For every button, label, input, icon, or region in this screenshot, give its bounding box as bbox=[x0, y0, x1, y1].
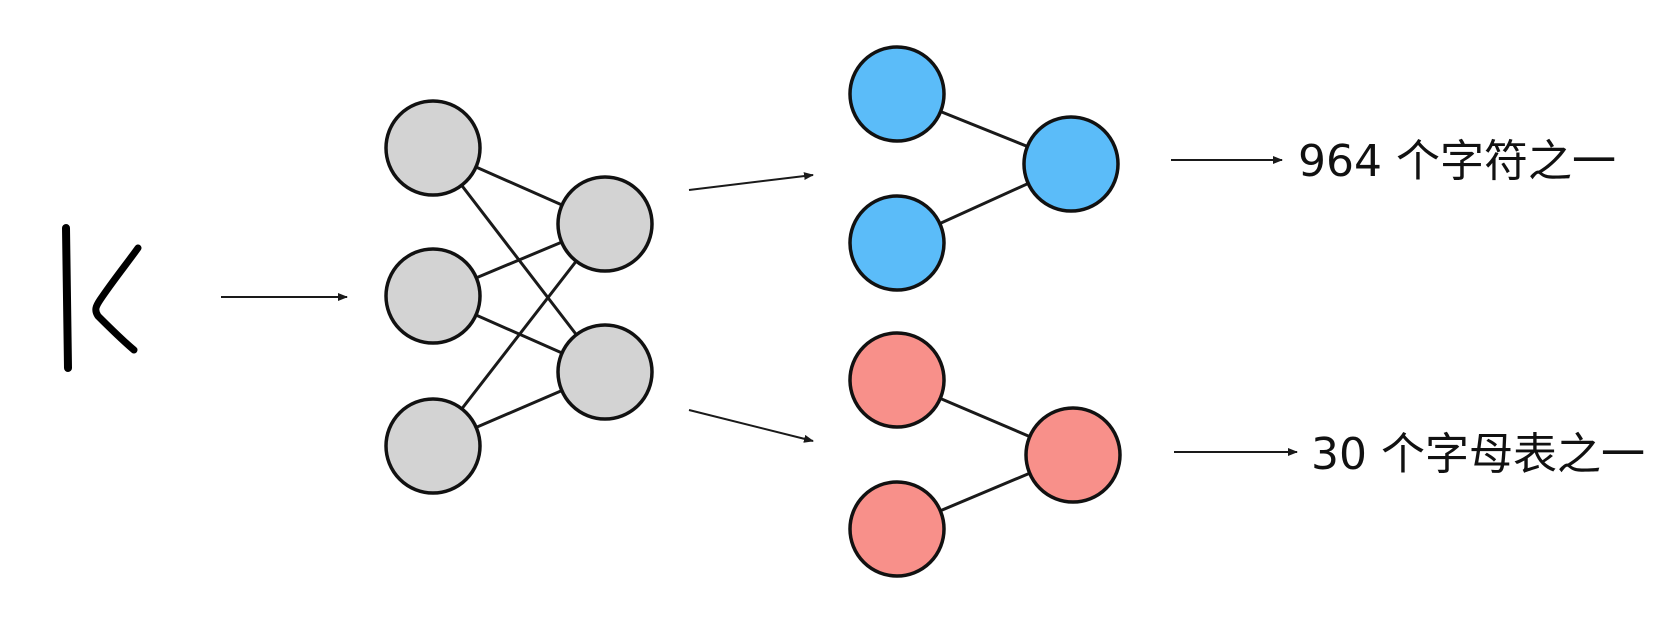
input-handwritten-character bbox=[62, 224, 142, 372]
character-head bbox=[848, 45, 1120, 292]
character-head-node bbox=[848, 194, 946, 292]
shared-layer1-node bbox=[384, 99, 482, 197]
character-head-output-node bbox=[1022, 115, 1120, 213]
branch-arrow-bottom bbox=[688, 409, 814, 443]
character-output-label: 964 个字符之一 bbox=[1298, 136, 1616, 187]
alphabet-head-node bbox=[848, 480, 946, 578]
alphabet-output-label: 30 个字母表之一 bbox=[1311, 429, 1645, 480]
shared-layer1-node bbox=[384, 247, 482, 345]
shared-network bbox=[384, 99, 654, 495]
alphabet-head bbox=[848, 331, 1122, 578]
character-head-node bbox=[848, 45, 946, 143]
branch-arrow-top bbox=[688, 172, 814, 191]
shared-layer2-node bbox=[556, 323, 654, 421]
shared-layer2-node bbox=[556, 175, 654, 273]
alphabet-head-node bbox=[848, 331, 946, 429]
alphabet-head-output-node bbox=[1024, 406, 1122, 504]
shared-layer1-node bbox=[384, 397, 482, 495]
